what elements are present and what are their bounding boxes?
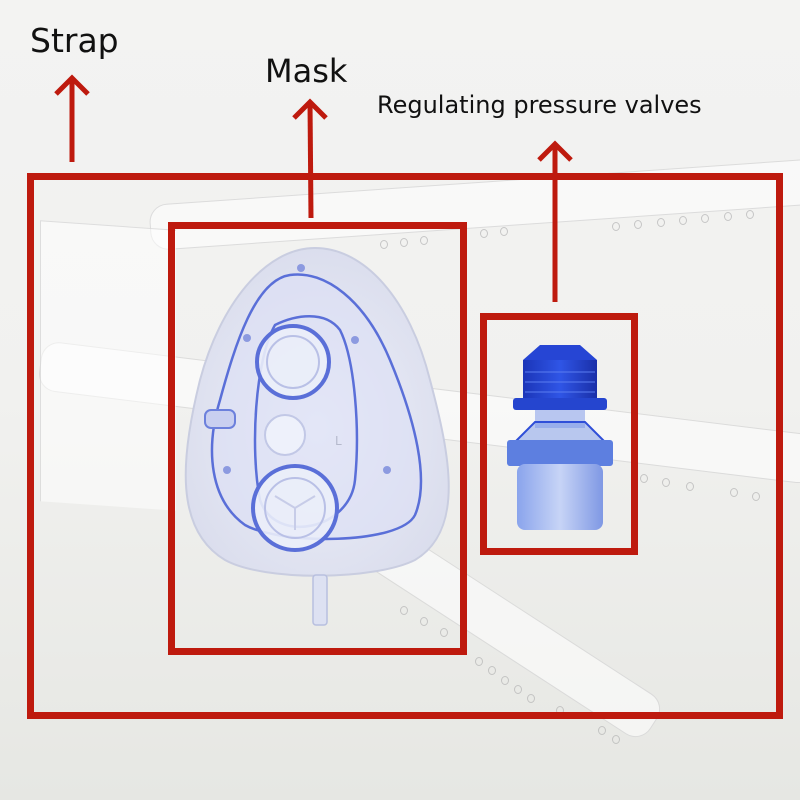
- valve-illustration: [507, 345, 613, 530]
- strap-label: Strap: [30, 21, 119, 60]
- strap-box: [27, 173, 783, 719]
- mask-illustration: L: [184, 246, 450, 626]
- strap-arrow-icon: [54, 74, 90, 162]
- svg-text:L: L: [335, 434, 342, 448]
- mask-box: [168, 222, 467, 655]
- valves-label: Regulating pressure valves: [377, 91, 702, 119]
- mask-arrow-icon: [292, 98, 328, 219]
- mask-label: Mask: [265, 52, 348, 90]
- valve-box: [480, 313, 638, 555]
- valve-arrow-icon: [537, 140, 573, 302]
